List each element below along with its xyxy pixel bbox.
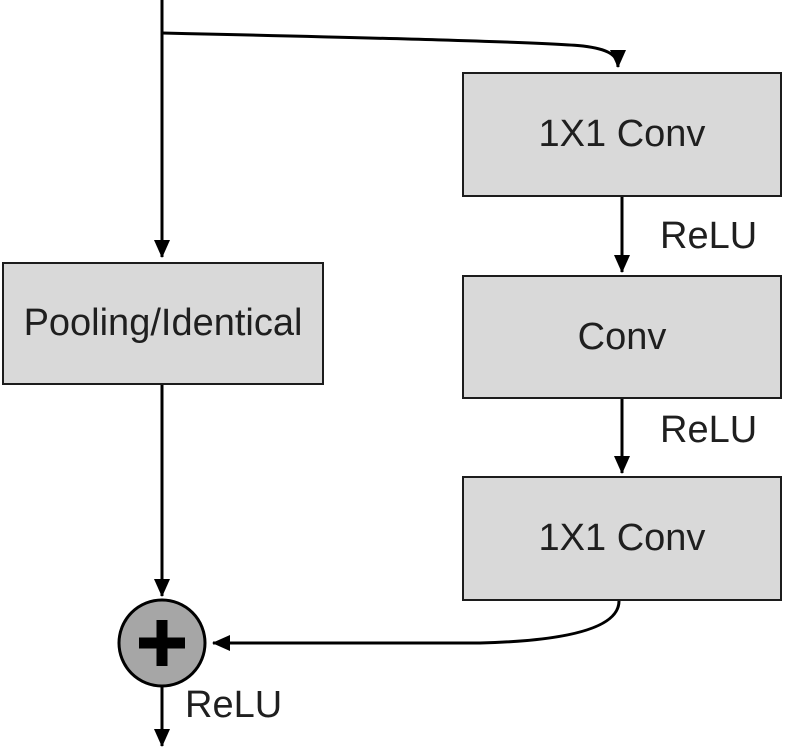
pooling-identical-label: Pooling/Identical <box>23 302 303 344</box>
relu-label-mid: ReLU <box>660 409 758 451</box>
conv-1x1-bottom-block: 1X1 Conv <box>462 476 782 601</box>
conv-1x1-top-label: 1X1 Conv <box>538 113 706 155</box>
conv-mid-block: Conv <box>462 275 782 399</box>
plus-icon <box>139 620 185 666</box>
residual-to-adder-arrow <box>212 600 621 651</box>
relu-label-output: ReLU <box>185 684 283 726</box>
branch-arrow <box>161 31 626 68</box>
relu-label-top: ReLU <box>660 215 758 257</box>
pooling-identical-block: Pooling/Identical <box>2 262 324 385</box>
conv-1x1-bottom-label: 1X1 Conv <box>538 517 706 559</box>
conv-1x1-top-block: 1X1 Conv <box>462 72 782 197</box>
conv-mid-label: Conv <box>577 315 667 358</box>
